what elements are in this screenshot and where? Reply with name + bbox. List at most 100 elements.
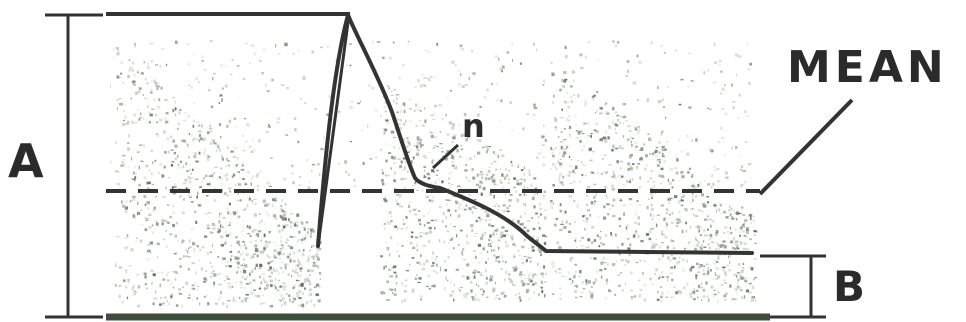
speckle-dot — [392, 292, 394, 294]
speckle-dot — [423, 107, 426, 110]
speckle-dot — [731, 207, 733, 210]
speckle-dot — [165, 63, 168, 67]
speckle-dot — [686, 282, 689, 286]
speckle-dot — [271, 259, 275, 262]
speckle-dot — [710, 149, 714, 153]
speckle-dot — [663, 159, 667, 163]
speckle-dot — [482, 186, 486, 191]
speckle-dot — [753, 296, 755, 299]
speckle-dot — [185, 248, 187, 252]
speckle-dot — [554, 120, 558, 123]
speckle-dot — [272, 267, 275, 271]
speckle-dot — [420, 298, 423, 301]
speckle-dot — [713, 169, 717, 171]
speckle-dot — [228, 202, 231, 206]
speckle-dot — [297, 238, 301, 241]
speckle-dot — [606, 196, 609, 199]
speckle-dot — [409, 149, 412, 152]
speckle-dot — [353, 185, 357, 187]
speckle-dot — [395, 199, 398, 203]
speckle-dot — [249, 281, 252, 284]
speckle-dot — [144, 217, 147, 220]
speckle-dot — [626, 179, 628, 183]
speckle-dot — [693, 244, 696, 247]
speckle-dot — [152, 161, 154, 165]
speckle-dot — [246, 204, 249, 206]
speckle-dot — [133, 171, 135, 175]
speckle-dot — [248, 272, 251, 276]
speckle-dot — [665, 221, 667, 224]
speckle-dot — [259, 250, 262, 254]
speckle-dot — [120, 61, 124, 65]
speckle-dot — [367, 124, 369, 128]
speckle-dot — [604, 262, 607, 263]
speckle-dot — [262, 48, 266, 51]
speckle-dot — [561, 78, 563, 82]
speckle-dot — [186, 170, 189, 172]
speckle-dot — [267, 262, 271, 265]
speckle-dot — [497, 246, 500, 250]
speckle-dot — [604, 268, 607, 270]
speckle-dot — [294, 221, 299, 223]
speckle-dot — [737, 117, 740, 119]
speckle-dot — [439, 143, 443, 145]
speckle-dot — [643, 284, 647, 286]
speckle-dot — [614, 147, 619, 149]
speckle-dot — [718, 291, 720, 293]
speckle-dot — [511, 281, 514, 284]
speckle-dot — [614, 132, 618, 134]
speckle-dot — [408, 142, 411, 146]
speckle-dot — [181, 212, 184, 214]
speckle-dot — [295, 279, 298, 282]
speckle-dot — [128, 265, 132, 267]
speckle-dot — [233, 117, 237, 120]
speckle-dot — [160, 296, 163, 299]
speckle-dot — [416, 261, 420, 264]
speckle-dot — [464, 295, 468, 299]
speckle-dot — [729, 284, 732, 288]
speckle-dot — [465, 176, 468, 179]
speckle-dot — [285, 292, 288, 296]
speckle-dot — [393, 100, 395, 103]
speckle-dot — [532, 227, 536, 231]
speckle-dot — [617, 274, 621, 276]
speckle-dot — [140, 209, 143, 211]
speckle-dot — [597, 59, 599, 61]
speckle-dot — [590, 171, 594, 174]
speckle-dot — [742, 267, 745, 271]
speckle-dot — [235, 164, 239, 166]
speckle-dot — [441, 147, 443, 149]
speckle-dot — [262, 277, 265, 281]
speckle-dot — [436, 170, 439, 172]
speckle-dot — [526, 283, 530, 286]
speckle-dot — [507, 244, 510, 246]
speckle-dot — [635, 145, 638, 148]
speckle-dot — [719, 244, 722, 248]
speckle-dot — [608, 163, 612, 166]
speckle-dot — [537, 152, 541, 155]
speckle-dot — [302, 292, 304, 295]
speckle-dot — [568, 115, 570, 118]
speckle-dot — [435, 219, 438, 222]
speckle-dot — [716, 168, 720, 170]
speckle-dot — [623, 212, 625, 216]
speckle-dot — [632, 163, 635, 165]
speckle-dot — [434, 104, 437, 108]
speckle-dot — [184, 255, 189, 257]
speckle-dot — [284, 211, 287, 215]
speckle-dot — [688, 241, 691, 244]
speckle-dot — [541, 135, 545, 139]
speckle-dot — [251, 199, 253, 203]
speckle-dot — [115, 170, 118, 172]
speckle-dot — [572, 169, 575, 173]
speckle-dot — [309, 249, 311, 252]
speckle-dot — [307, 228, 310, 230]
speckle-dot — [718, 140, 720, 144]
speckle-dot — [582, 220, 585, 222]
speckle-dot — [234, 147, 237, 149]
speckle-dot — [426, 285, 429, 287]
speckle-dot — [406, 285, 408, 288]
speckle-dot — [724, 299, 727, 301]
speckle-dot — [226, 177, 229, 181]
speckle-dot — [316, 257, 320, 261]
